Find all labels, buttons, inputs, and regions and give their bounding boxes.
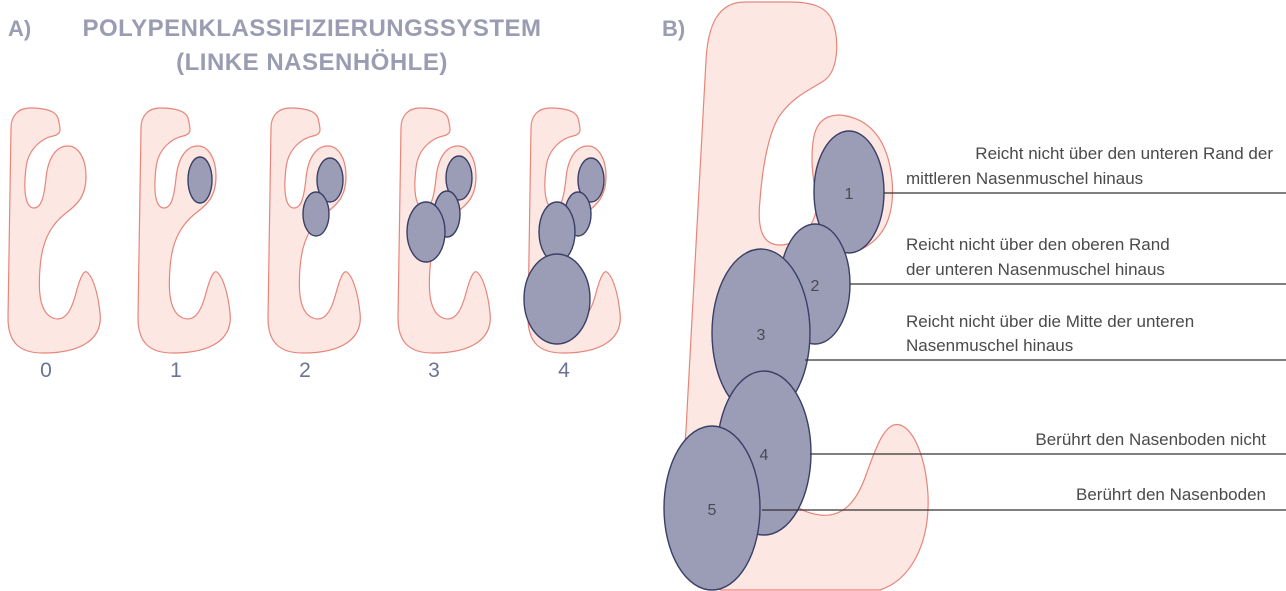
- polyp-number-4: 4: [760, 447, 769, 464]
- polyp-number-1: 1: [845, 186, 854, 203]
- stage-label-3: 3: [428, 359, 440, 382]
- nasal-cavity-outline: [8, 108, 100, 353]
- stage-0-diagram: [8, 108, 100, 353]
- description-grade-4: Berührt den Nasenboden nicht: [1035, 430, 1266, 449]
- stage-label-4: 4: [558, 359, 570, 382]
- description-grade-5: Berührt den Nasenboden: [1076, 485, 1266, 504]
- stage-1-diagram: [138, 108, 230, 353]
- polyp-number-3: 3: [757, 327, 766, 344]
- polyp-number-2: 2: [811, 278, 820, 295]
- polyp: [188, 157, 212, 203]
- polyp: [539, 202, 575, 262]
- nasal-cavity-outline: [138, 108, 230, 353]
- stage-label-0: 0: [40, 359, 52, 382]
- panel-a-title-line2: (LINKE NASENHÖHLE): [176, 49, 448, 76]
- panel-a-title-line1: POLYPENKLASSIFIZIERUNGSSYSTEM: [82, 15, 541, 42]
- description-grade-3-line2: Nasenmuschel hinaus: [906, 336, 1073, 355]
- stage-3-diagram: [398, 108, 490, 353]
- description-grade-2-line2: der unteren Nasenmuschel hinaus: [906, 260, 1165, 279]
- polyp-number-5: 5: [708, 502, 717, 519]
- panel-a-letter: A): [8, 16, 31, 41]
- description-grade-1-line1: Reicht nicht über den unteren Rand der: [975, 144, 1273, 163]
- polyp: [524, 254, 590, 344]
- polyp: [407, 202, 445, 262]
- panel-b-letter: B): [662, 16, 685, 41]
- description-grade-3-line1: Reicht nicht über die Mitte der unteren: [906, 312, 1194, 331]
- stage-label-1: 1: [170, 359, 182, 382]
- stage-4-diagram: [524, 108, 620, 353]
- stage-2-diagram: [268, 108, 360, 353]
- stage-label-2: 2: [299, 359, 311, 382]
- polyp: [303, 192, 329, 236]
- description-grade-1-line2: mittleren Nasenmuschel hinaus: [906, 169, 1143, 188]
- description-grade-2-line1: Reicht nicht über den oberen Rand: [906, 235, 1170, 254]
